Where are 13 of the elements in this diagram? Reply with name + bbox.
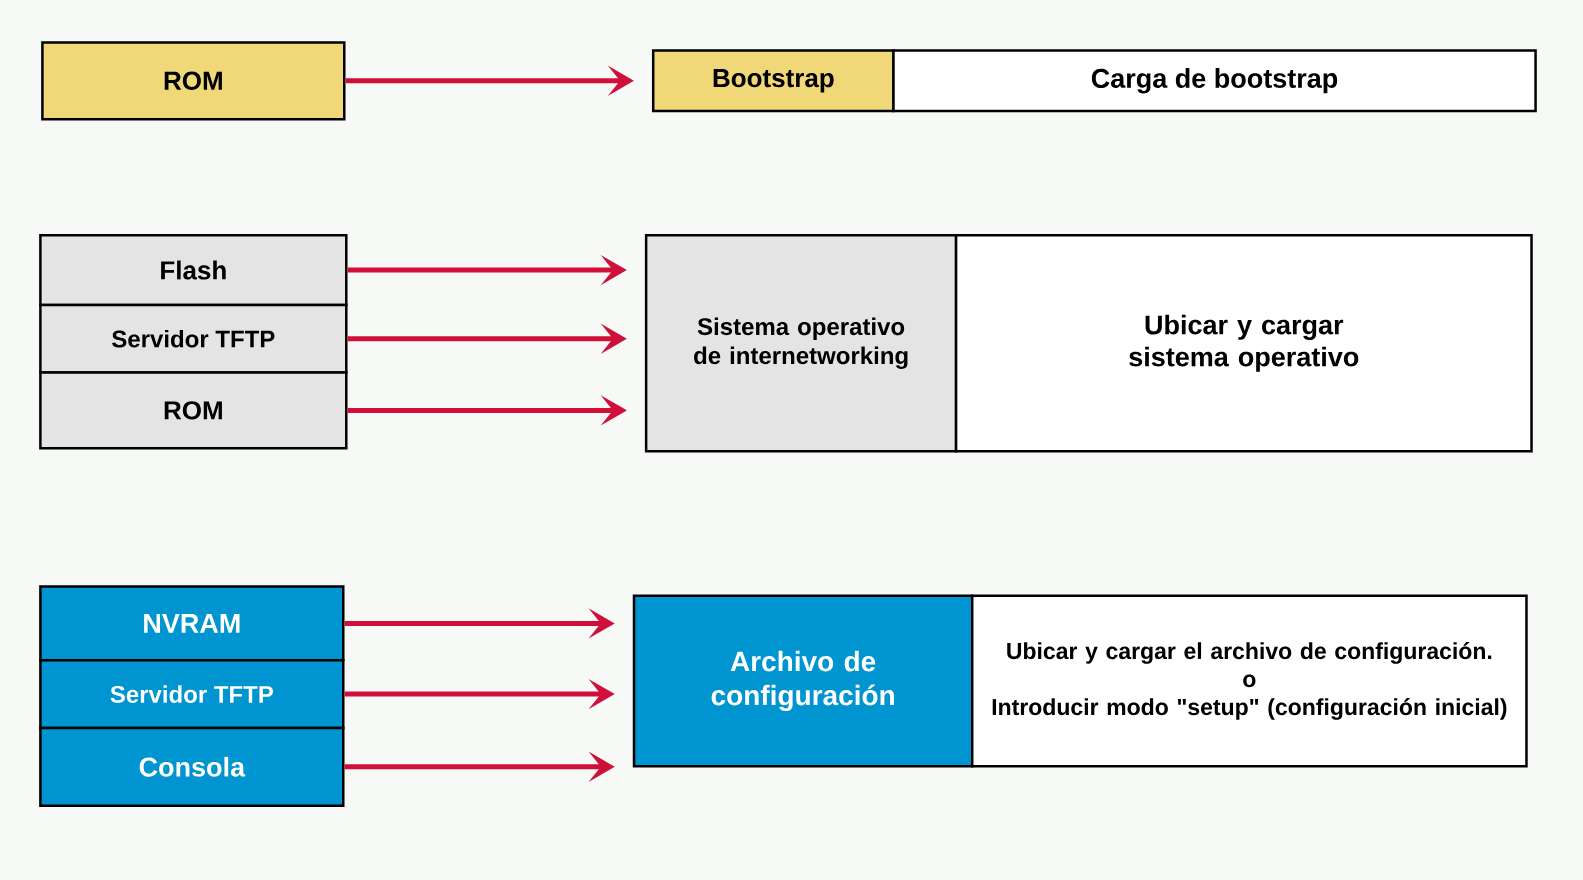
memory-box: ROM [41,41,346,121]
component-box: Archivo de configuración [632,594,974,768]
memory-box: ROM [39,371,348,450]
memory-box: Flash [39,234,348,307]
memory-box: Consola [39,726,345,807]
description-box: Ubicar y cargar sistema operativo [954,233,1533,453]
component-box: Bootstrap [651,49,895,113]
memory-box: Servidor TFTP [39,303,348,374]
memory-box: NVRAM [39,585,345,662]
description-box: Ubicar y cargar el archivo de configuración. o Introducir modo "setup" (configuración inicial) [970,594,1528,768]
description-box: Carga de bootstrap [892,49,1537,113]
memory-box: Servidor TFTP [39,659,345,730]
component-box: Sistema operativo de internetworking [644,233,958,453]
